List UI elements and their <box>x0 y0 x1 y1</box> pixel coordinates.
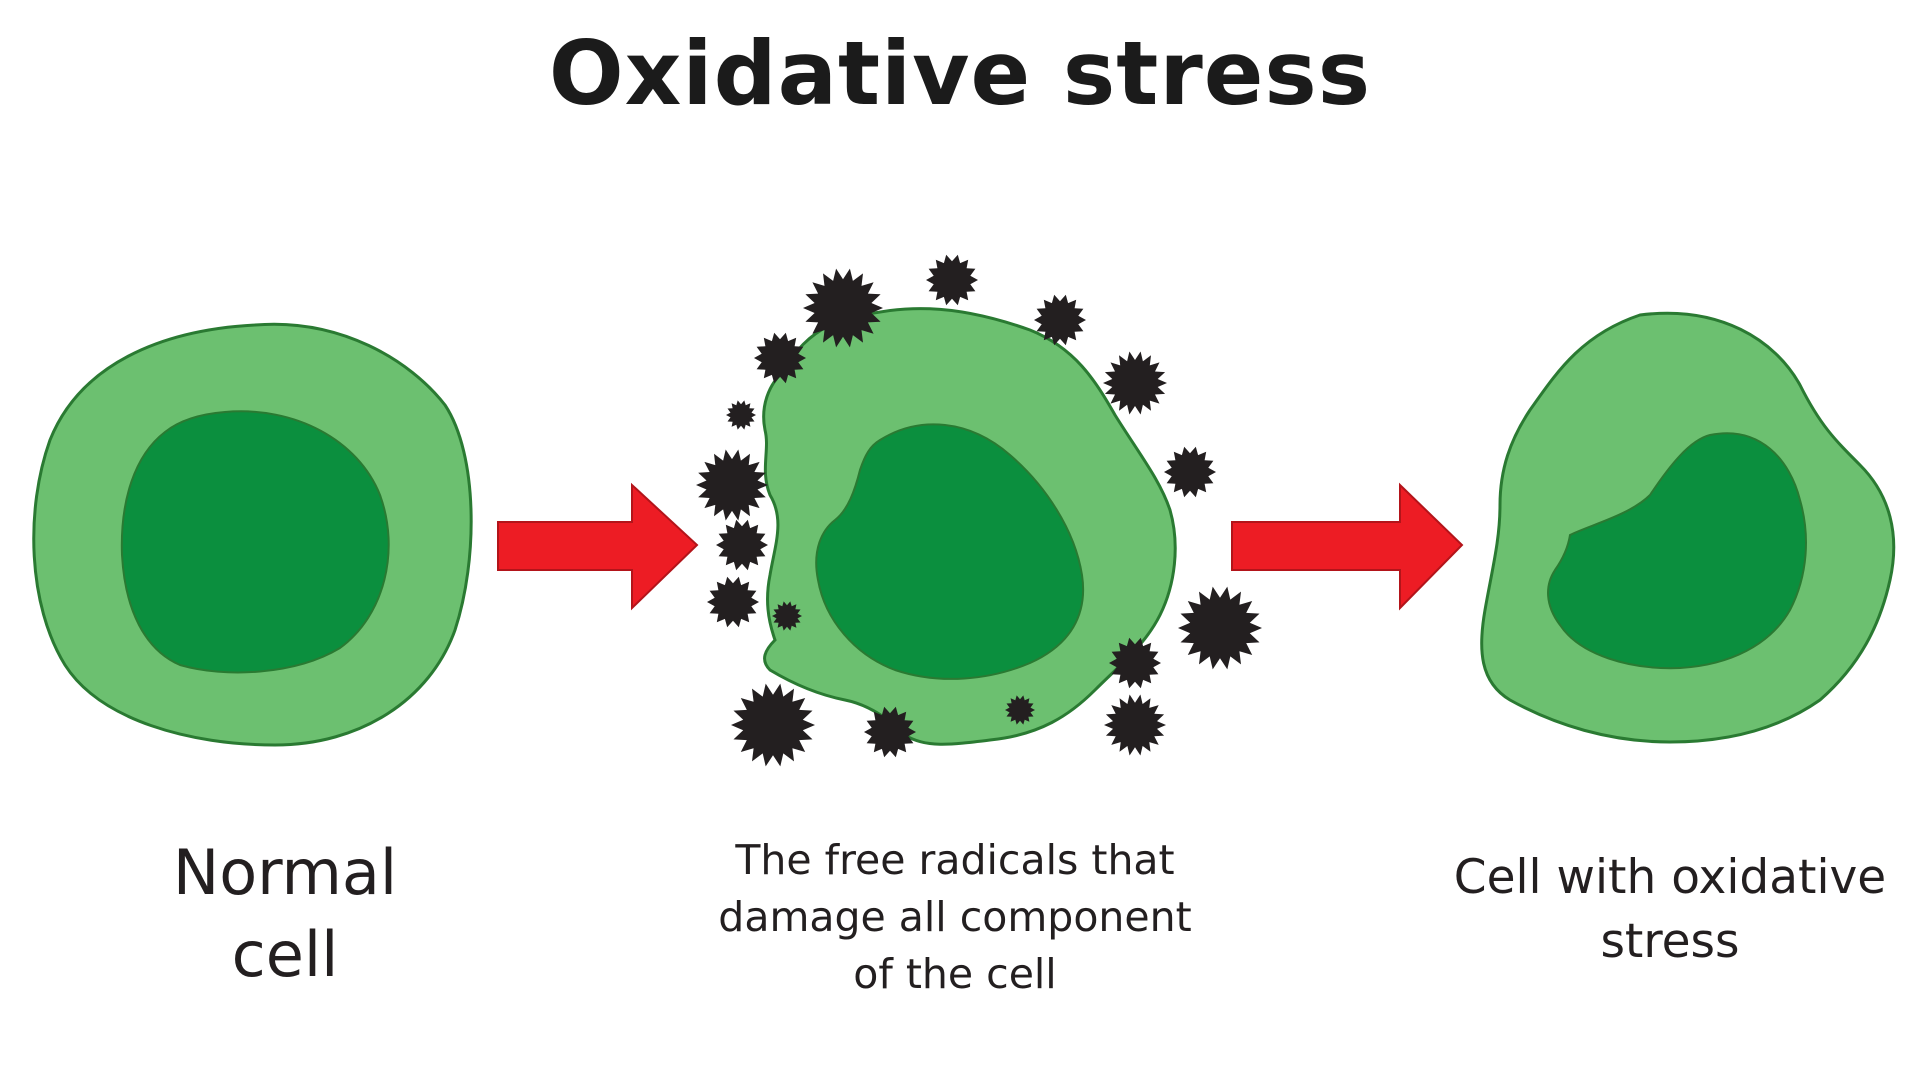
normal-cell <box>32 322 473 747</box>
free-radical-icon <box>1104 694 1166 756</box>
free-radical-icon <box>1034 294 1086 346</box>
free-radical-icon <box>772 601 802 631</box>
caption-free-radicals: The free radicals that damage all compon… <box>700 832 1210 1003</box>
caption-line: Cell with oxidative <box>1453 850 1887 905</box>
caption-normal-cell: Normal cell <box>140 832 430 996</box>
diagram-title: Oxidative stress <box>548 22 1372 125</box>
caption-line: of the cell <box>853 950 1057 998</box>
caption-line: cell <box>231 918 339 991</box>
free-radical-icon <box>864 706 916 758</box>
attacked-cell <box>762 307 1177 746</box>
free-radical-icon <box>726 400 756 430</box>
right-arrow-icon <box>1231 482 1464 611</box>
normal-cell-nucleus <box>120 410 390 674</box>
caption-line: damage all component <box>718 893 1192 941</box>
free-radical-icon <box>1178 586 1262 670</box>
caption-line: The free radicals that <box>735 836 1175 884</box>
right-arrow-icon <box>497 482 699 611</box>
free-radical-icon <box>1005 695 1035 725</box>
free-radical-icon <box>1103 351 1167 415</box>
stressed-cell-nucleus <box>1547 432 1807 670</box>
caption-line: Normal <box>172 836 398 909</box>
free-radical-icon <box>716 519 768 571</box>
free-radical-icon <box>926 254 978 306</box>
caption-line: stress <box>1600 914 1740 969</box>
free-radical-icon <box>731 683 815 767</box>
free-radical-icon <box>707 576 759 628</box>
free-radicals-cluster <box>696 254 1262 767</box>
stressed-cell <box>1480 311 1896 744</box>
free-radical-icon <box>1109 637 1161 689</box>
free-radical-icon <box>803 268 883 348</box>
attacked-cell-nucleus <box>815 423 1085 680</box>
free-radical-icon <box>754 332 806 384</box>
free-radical-icon <box>696 449 768 521</box>
caption-stressed-cell: Cell with oxidative stress <box>1420 846 1920 974</box>
free-radical-icon <box>1164 446 1216 498</box>
